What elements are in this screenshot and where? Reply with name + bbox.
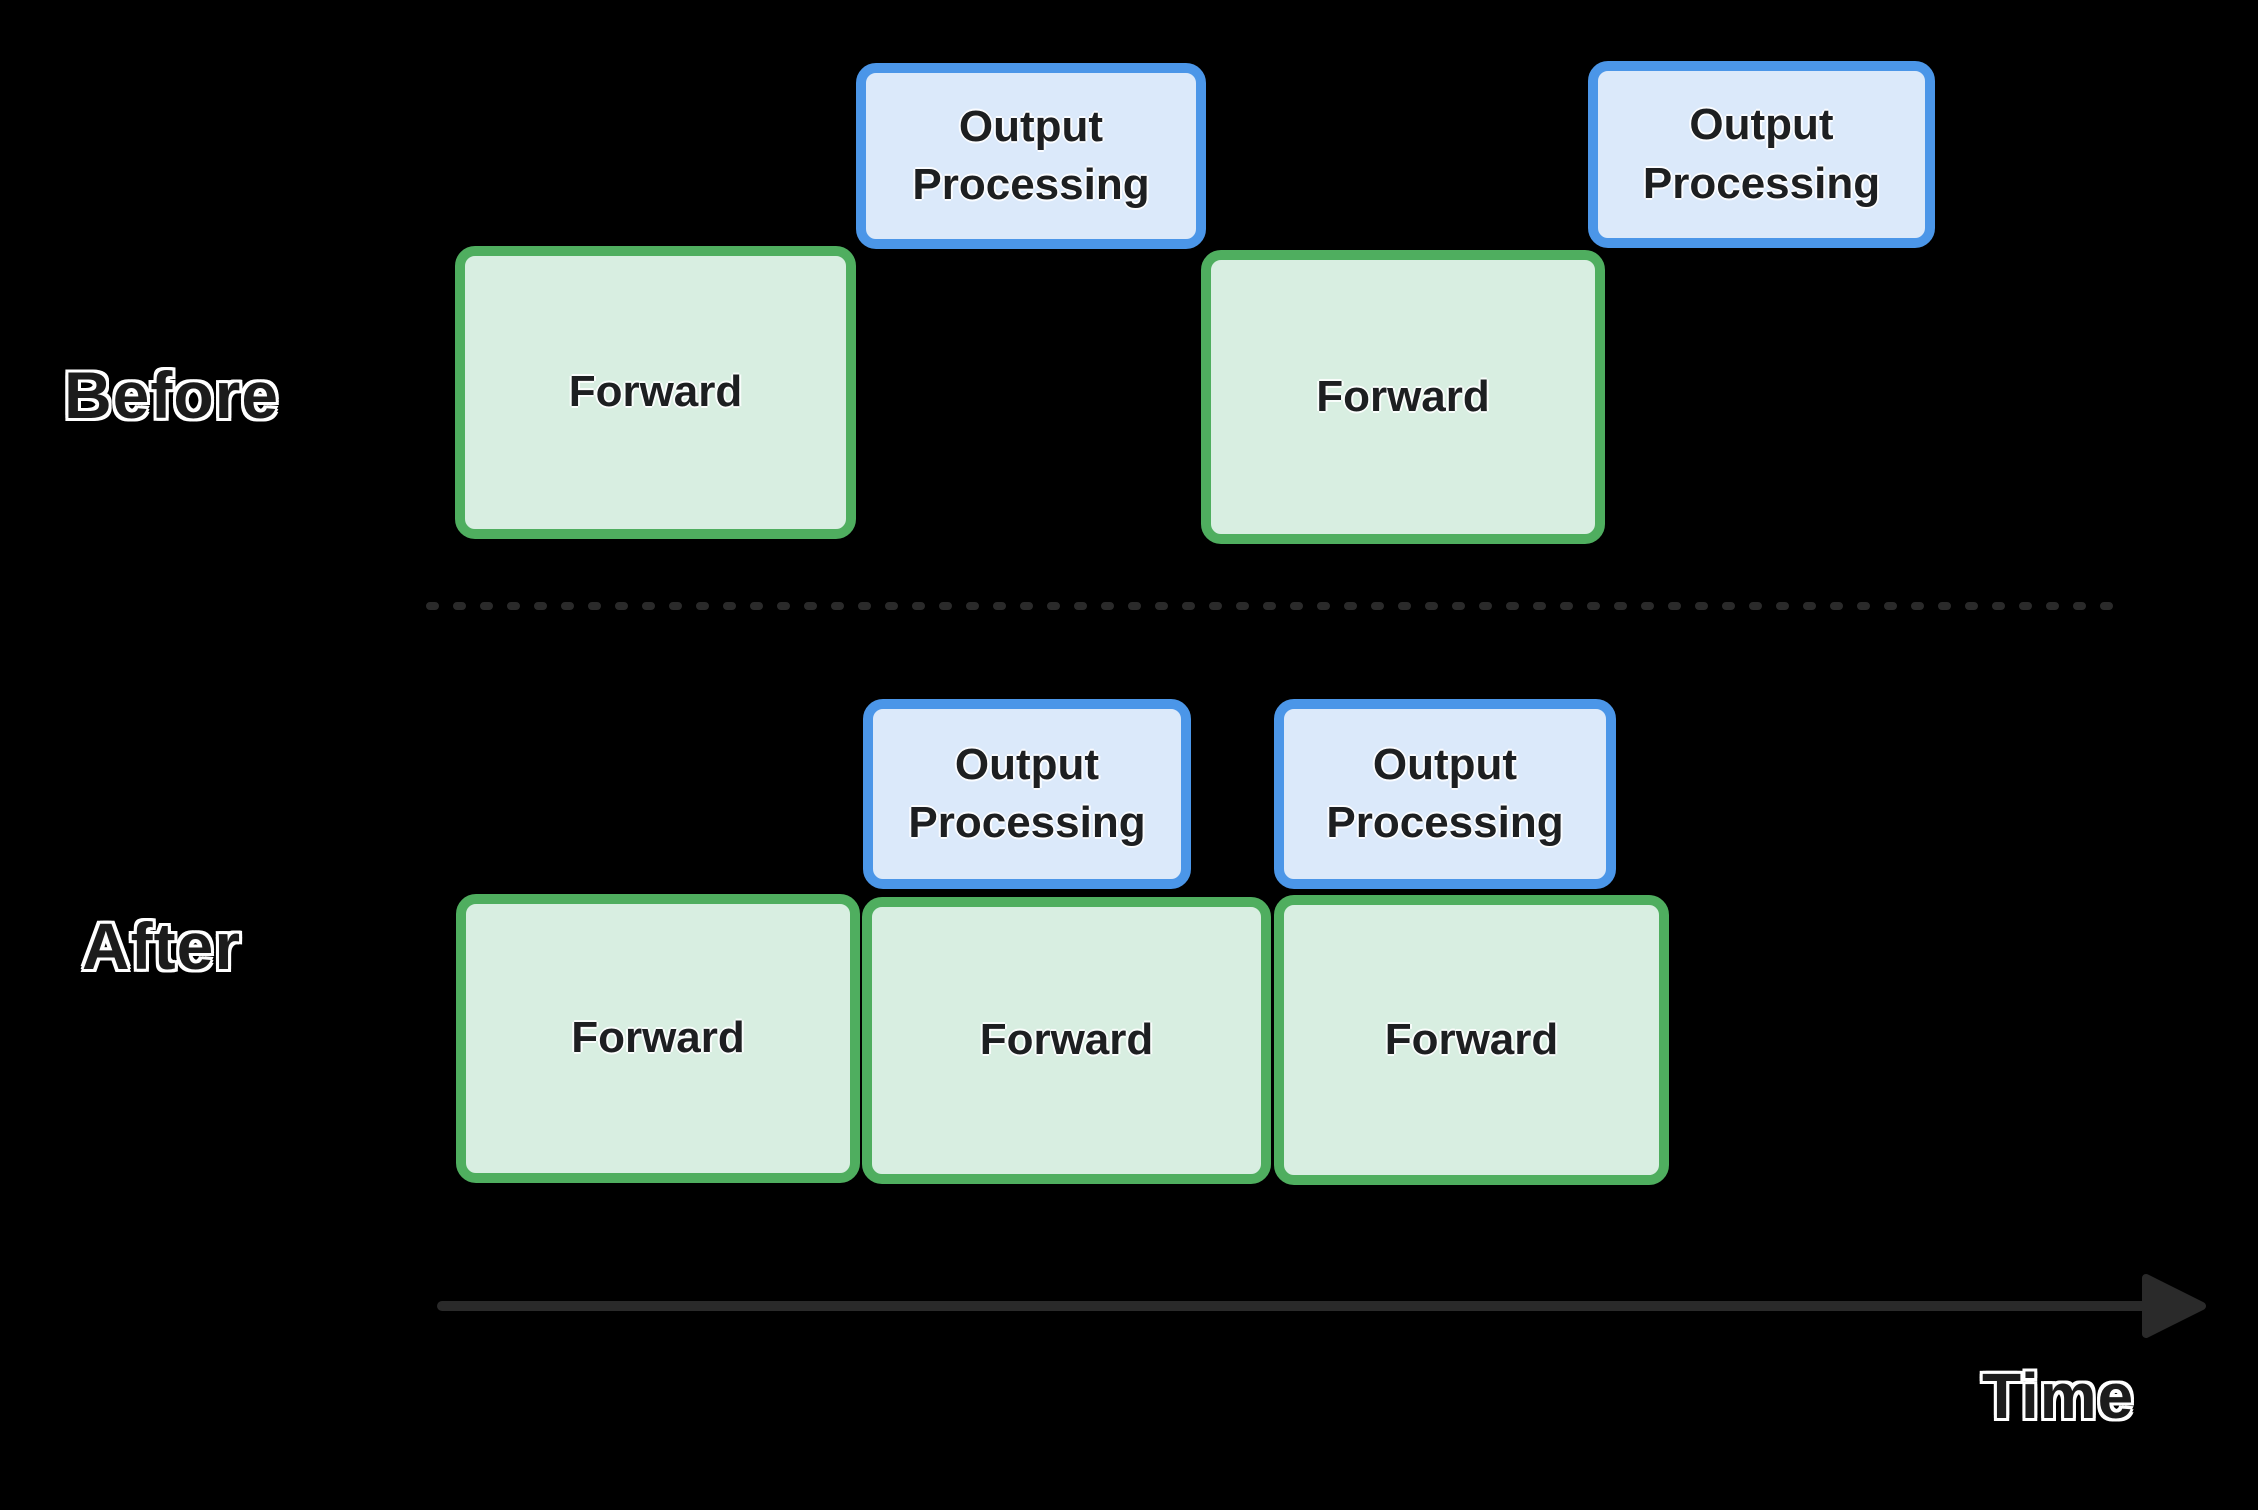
after-forward-block-3: Forward <box>1274 895 1669 1185</box>
before-row-label: Before <box>64 358 280 432</box>
after-output-processing-block-1: Output Processing <box>863 699 1191 889</box>
after-forward-block-2: Forward <box>862 897 1271 1184</box>
before-output-processing-block-2: Output Processing <box>1588 61 1935 248</box>
before-forward-block-2: Forward <box>1201 250 1605 544</box>
time-axis-label: Time <box>1982 1360 2135 1432</box>
before-forward-block-1: Forward <box>455 246 856 539</box>
after-forward-block-1: Forward <box>456 894 860 1183</box>
before-output-processing-block-1: Output Processing <box>856 63 1206 249</box>
time-axis-arrowhead-icon <box>2142 1274 2206 1338</box>
after-output-processing-block-2: Output Processing <box>1274 699 1616 889</box>
after-row-label: After <box>82 909 242 983</box>
